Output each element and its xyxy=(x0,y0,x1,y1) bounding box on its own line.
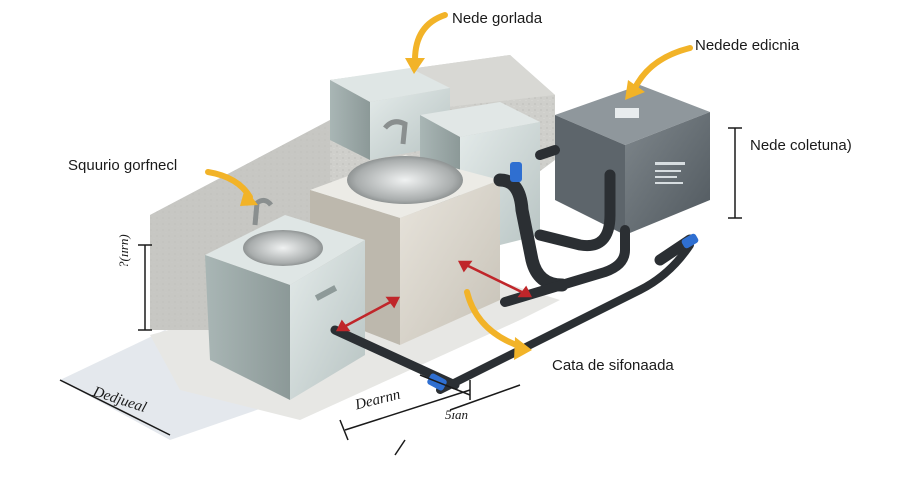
electrical-box xyxy=(555,85,710,235)
small-faucet xyxy=(252,197,273,226)
red-flow-arrows xyxy=(335,260,533,332)
arrow-top-right xyxy=(632,45,693,91)
small-sink-basin xyxy=(243,230,323,266)
main-sink-cabinet xyxy=(310,119,500,345)
arrow-bottom-right xyxy=(464,289,525,350)
drawer-handle xyxy=(314,285,338,301)
yellow-arrow-heads xyxy=(240,58,645,360)
dimension-lines xyxy=(59,127,742,456)
main-sink-basin xyxy=(347,156,463,204)
label-nede-gorlada: Nede gorlada xyxy=(452,10,543,27)
label-nedede-edicnia: Nedede edicnia xyxy=(695,37,800,54)
main-faucet xyxy=(383,119,408,145)
arrow-top-center xyxy=(412,12,448,63)
label-cata-de-sifonaada: Cata de sifonaada xyxy=(552,357,674,374)
label-nede-coletuna: Nede coletuna) xyxy=(750,137,852,154)
dim-vertical-left: ?(ɪɪrn) xyxy=(116,234,131,268)
dim-bottom-small: 5ɪan xyxy=(445,407,468,422)
label-squurio-gorfnecl: Squurio gorfnecl xyxy=(68,157,178,174)
small-sink-cabinet xyxy=(205,197,365,400)
